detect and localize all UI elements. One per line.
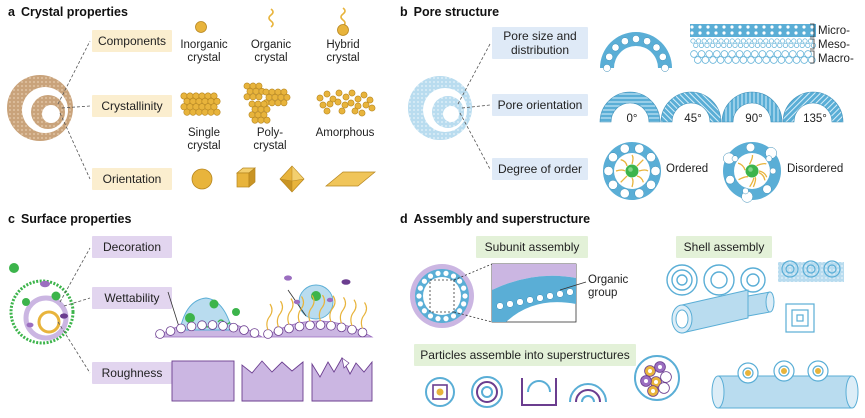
hollow-sphere-blue	[408, 76, 472, 140]
panel-d-letter: d	[400, 212, 408, 226]
panel-a-letter: a	[8, 5, 15, 19]
panel-c-letter: c	[8, 212, 15, 226]
tag-crystallinity: Crystallinity	[92, 95, 172, 117]
panel-c-title-text: Surface properties	[20, 212, 132, 226]
single-crystal-icon	[180, 92, 221, 116]
subunit-assembly-particle	[410, 264, 474, 328]
tag-particles-superstructures: Particles assemble into superstructures	[414, 344, 636, 366]
pore-size-arc	[600, 32, 672, 72]
panel-b-title-text: Pore structure	[413, 5, 500, 19]
orientation-arc-0	[599, 91, 661, 123]
decorated-particle	[9, 263, 75, 345]
label-macro: Macro-	[818, 53, 854, 65]
panel-b-letter: b	[400, 5, 408, 19]
connector-lines-d	[453, 263, 493, 323]
hydrophilic-surface-beads	[155, 320, 260, 339]
connector-lines-a	[57, 40, 91, 180]
roughness-smooth	[171, 360, 235, 402]
superstructure-nested-arcs	[569, 383, 607, 403]
panel-a-title-text: Crystal properties	[20, 5, 128, 19]
disordered-pore-particle	[723, 142, 781, 203]
connector-lines-c	[57, 247, 91, 374]
superstructure-u-shape	[521, 378, 557, 406]
orientation-arc-135	[782, 91, 844, 123]
shell-assembly-tube	[671, 289, 775, 334]
tag-pore-orientation: Pore orientation	[492, 94, 588, 116]
panel-d-title-text: Assembly and superstructure	[413, 212, 591, 226]
tag-decoration: Decoration	[92, 236, 172, 258]
tag-components: Components	[92, 30, 172, 52]
tag-pore-size-distribution: Pore size and distribution	[492, 27, 588, 59]
label-single-crystal: Single crystal	[187, 127, 221, 152]
label-angle-90: 90°	[745, 113, 763, 125]
sphere-orientation-icon	[191, 168, 213, 190]
hydrophobic-surface-beads	[263, 294, 368, 339]
roughness-high	[311, 357, 373, 402]
organic-crystal-icon	[268, 8, 274, 28]
orientation-arc-45	[660, 91, 722, 123]
shell-assembly-film	[778, 260, 844, 282]
superstructure-tube	[711, 360, 859, 409]
label-organic-group: Organic group	[588, 274, 629, 299]
tag-degree-of-order: Degree of order	[492, 158, 588, 180]
hollow-sphere-tan	[7, 75, 73, 141]
label-inorganic-crystal: Inorganic crystal	[180, 39, 228, 64]
hybrid-crystal-icon	[337, 7, 349, 36]
shell-assembly-rings	[666, 264, 766, 296]
label-angle-135: 135°	[803, 113, 827, 125]
cube-orientation-icon	[236, 167, 256, 188]
octahedron-orientation-icon	[279, 165, 305, 193]
panel-c-title: c Surface properties	[8, 212, 131, 226]
tag-subunit-assembly: Subunit assembly	[476, 236, 588, 258]
tag-shell-assembly: Shell assembly	[676, 236, 772, 258]
label-meso: Meso-	[818, 39, 850, 51]
label-organic-crystal: Organic crystal	[250, 39, 292, 64]
poly-crystal-icon	[243, 82, 291, 124]
plate-orientation-icon	[325, 171, 376, 187]
label-angle-45: 45°	[684, 113, 702, 125]
ordered-pore-particle	[603, 142, 661, 200]
label-micro: Micro-	[818, 25, 850, 37]
label-amorphous: Amorphous	[315, 127, 375, 139]
label-disordered: Disordered	[787, 163, 844, 175]
tag-roughness: Roughness	[92, 362, 172, 384]
superstructure-cluster	[634, 355, 680, 401]
label-poly-crystal: Poly- crystal	[253, 127, 287, 152]
orientation-arc-90	[721, 91, 783, 123]
connector-lines-b	[457, 43, 491, 170]
panel-a-title: a Crystal properties	[8, 5, 128, 19]
shell-assembly-squares	[785, 303, 815, 333]
roughness-medium	[241, 360, 304, 402]
amorphous-icon	[316, 89, 376, 117]
inorganic-crystal-icon	[195, 21, 207, 33]
subunit-zoom-box	[491, 263, 587, 323]
label-hybrid-crystal: Hybrid crystal	[326, 39, 360, 64]
pore-hierarchy-block	[690, 23, 816, 64]
panel-d-title: d Assembly and superstructure	[400, 212, 590, 226]
tag-orientation: Orientation	[92, 168, 172, 190]
tag-wettability: Wettability	[92, 287, 172, 309]
superstructure-square-in-ring	[425, 377, 455, 407]
label-ordered: Ordered	[666, 163, 709, 175]
superstructure-concentric-rings	[471, 376, 503, 408]
label-angle-0: 0°	[626, 113, 638, 125]
panel-b-title: b Pore structure	[400, 5, 499, 19]
